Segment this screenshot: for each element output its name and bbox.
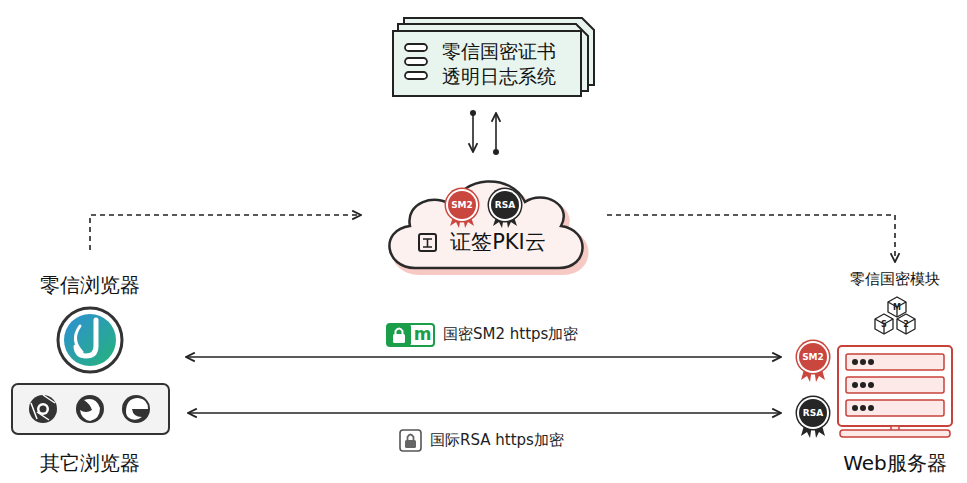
log-pages [392,18,594,97]
cube-letter: 2 [900,319,912,331]
other-browsers: 其它浏览器 [10,383,170,477]
cloud-shape [389,181,582,268]
connector [472,113,474,152]
edge-label: 国际RSA https加密 [428,431,566,450]
pki-logo [423,239,432,247]
connector [188,412,781,414]
web-server: Web服务器 [835,345,955,477]
sm2-lock-pill [387,324,434,346]
node-text: 零信浏览器 [40,272,140,299]
rsa-badge: RSA [491,191,519,219]
node-text: RSA [495,201,515,210]
node-text: RSA [803,409,823,418]
connector [90,215,361,250]
sm2-badge: SM2 [799,343,827,371]
rsa-badge: RSA [799,399,827,427]
connector [607,215,895,262]
log-system-box: 零信国密证书 透明日志系统 [392,30,582,97]
server-illustration [838,346,952,437]
zero-browser: 零信浏览器 [30,272,150,376]
node-text: 零信国密模块 [850,270,940,289]
lock-pill-letter: m [411,323,434,345]
node-text: 其它浏览器 [40,450,140,477]
browser-logo [58,308,122,372]
cloud-outline [375,168,595,280]
sm2-badge: SM2 [448,191,476,219]
node-text: 证签PKI云 [375,228,595,256]
module-cubes [875,297,915,334]
node-text: SM2 [451,201,473,210]
node-text: 零信国密证书 透明日志系统 [442,39,574,88]
connector [495,113,497,152]
pki-cloud: 证签PKI云 SM2 RSA [375,168,595,280]
cube-letter: M [891,302,903,314]
edge-label: 国密SM2 https加密 [441,325,580,344]
pki-logo [419,234,436,251]
cube-letter: S [878,319,890,331]
node-text: Web服务器 [843,450,947,477]
other-browsers-box [12,384,169,434]
connector-tail-dot [493,149,499,155]
node-text: SM2 [802,353,824,362]
rsa-lock-icon [400,430,421,451]
connector-tail-dot [470,110,476,116]
connector [186,356,781,358]
